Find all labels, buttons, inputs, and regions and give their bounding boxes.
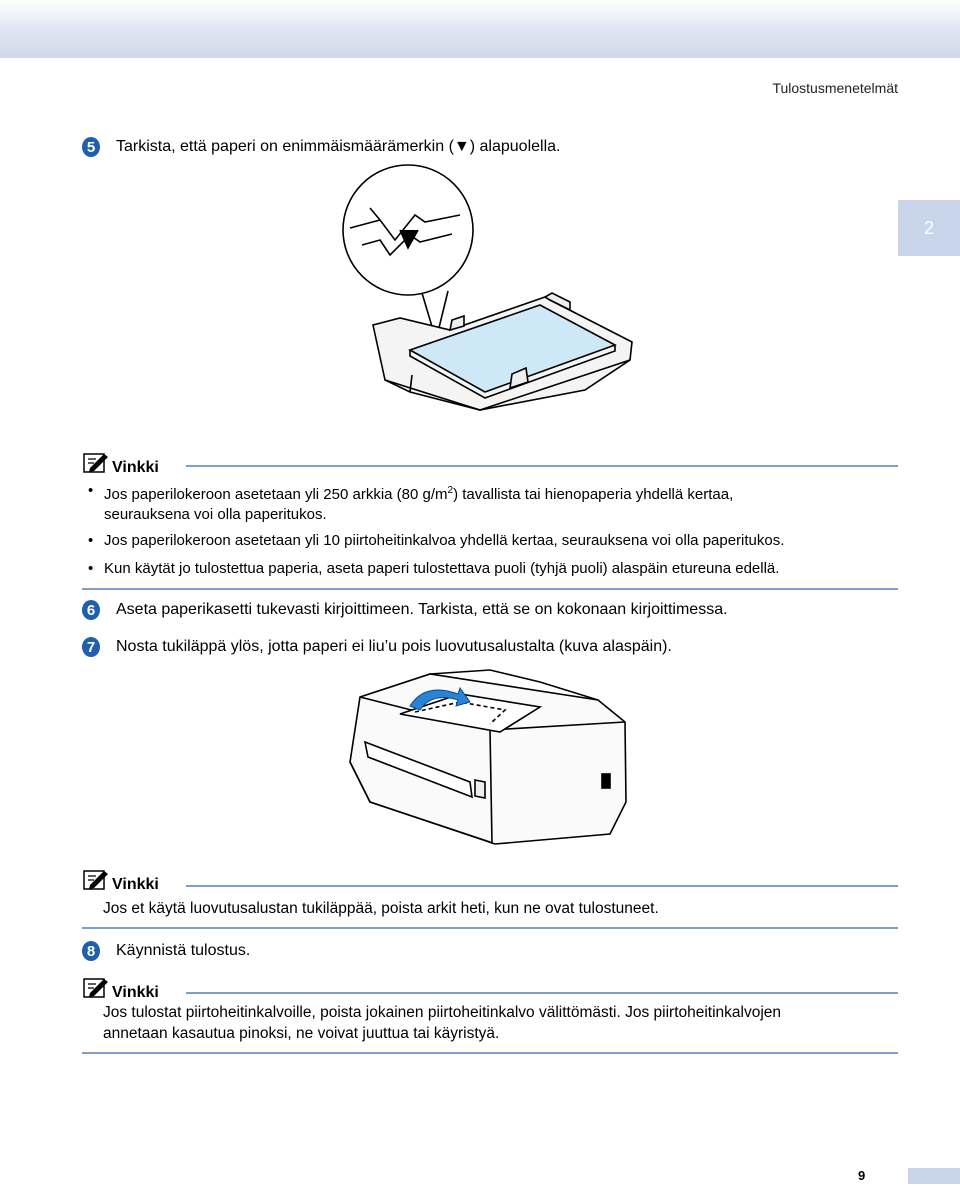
step-number-badge: 7: [82, 637, 100, 657]
printer-figure: [349, 669, 627, 845]
chapter-title: Tulostusmenetelmät: [772, 80, 898, 96]
note-bullet: • Jos paperilokeroon asetetaan yli 10 pi…: [88, 531, 898, 551]
superscript: 2: [447, 485, 454, 496]
note-label: Vinkki: [112, 984, 159, 1001]
note-text-line1: Jos tulostat piirtoheitinkalvoille, pois…: [103, 1004, 782, 1021]
pencil-note-icon: [83, 453, 108, 473]
page-number: 9: [858, 1168, 866, 1183]
bullet-text-line2: seurauksena voi olla paperitukos.: [104, 506, 327, 523]
note-bottom-rule: [82, 927, 898, 929]
pencil-note-icon: [83, 870, 108, 890]
bullet-text: Jos paperilokeroon asetetaan yli 250 ark…: [104, 486, 448, 503]
note-bottom-rule: [82, 1052, 898, 1054]
paper-tray-figure: [342, 164, 633, 411]
note-bottom-rule: [82, 588, 898, 590]
chapter-tab: 2: [898, 200, 960, 256]
bullet-text: Jos paperilokeroon asetetaan yli 10 piir…: [104, 532, 785, 549]
step-text: Tarkista, että paperi on enimmäismääräme…: [116, 138, 561, 155]
note-header: Vinkki: [82, 450, 159, 476]
step-number-badge: 6: [82, 600, 100, 620]
bullet-dot: •: [88, 482, 94, 499]
note-label: Vinkki: [112, 876, 159, 893]
step-number-badge: 8: [82, 941, 100, 961]
step-6: 6 Aseta paperikasetti tukevasti kirjoitt…: [82, 600, 728, 620]
step-5: 5 Tarkista, että paperi on enimmäismäärä…: [82, 137, 560, 157]
step-7: 7 Nosta tukiläppä ylös, jotta paperi ei …: [82, 637, 672, 657]
step-text: Käynnistä tulostus.: [116, 942, 251, 959]
bullet-dot: •: [88, 560, 94, 577]
note-rule: [186, 885, 898, 887]
note-text-line2: annetaan kasautua pinoksi, ne voivat juu…: [103, 1025, 500, 1042]
bullet-text: Kun käytät jo tulostettua paperia, aseta…: [104, 560, 780, 577]
note-label: Vinkki: [112, 459, 159, 476]
curved-arrow-icon: [409, 686, 471, 711]
bullet-dot: •: [88, 532, 94, 549]
bullet-text-end: ) tavallista tai hienopaperia yhdellä ke…: [453, 486, 734, 503]
note-bullet: • Jos paperilokeroon asetetaan yli 250 a…: [88, 481, 898, 525]
note-text: Jos et käytä luovutusalustan tukiläppää,…: [103, 900, 659, 917]
note-header: Vinkki: [82, 975, 159, 1001]
pencil-note-icon: [83, 978, 108, 998]
step-8: 8 Käynnistä tulostus.: [82, 941, 250, 961]
note-bullet: • Kun käytät jo tulostettua paperia, ase…: [88, 559, 898, 579]
step-number-badge: 5: [82, 137, 100, 157]
step-text: Aseta paperikasetti tukevasti kirjoittim…: [116, 601, 728, 618]
page-bar: [908, 1168, 960, 1184]
step-text: Nosta tukiläppä ylös, jotta paperi ei li…: [116, 638, 672, 655]
note-header: Vinkki: [82, 867, 159, 893]
note-rule: [186, 992, 898, 994]
note-rule: [186, 465, 898, 467]
header-band: [0, 0, 960, 58]
